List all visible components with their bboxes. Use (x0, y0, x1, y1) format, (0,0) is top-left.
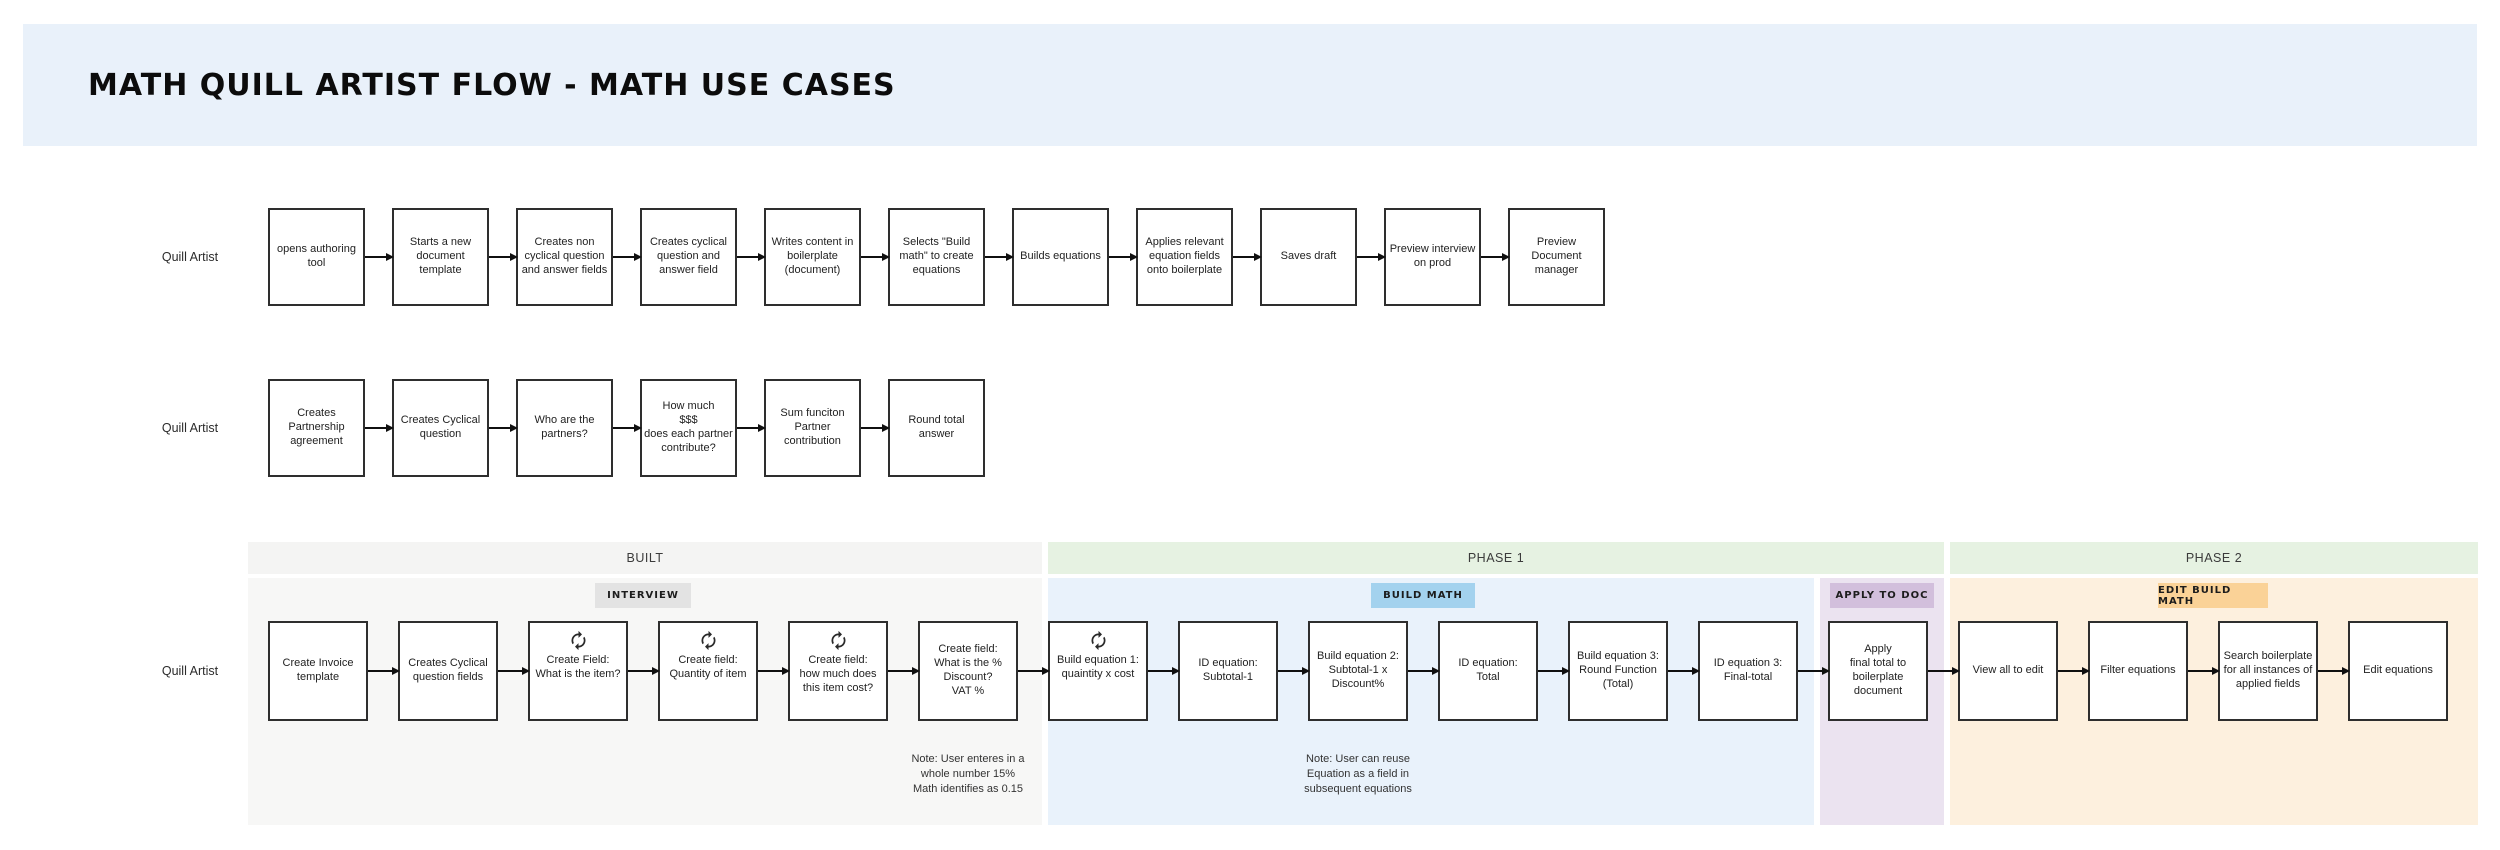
flow-arrow (1538, 667, 1570, 675)
flow-step[interactable]: Preview Document manager (1508, 208, 1605, 306)
flow-arrow (1481, 253, 1510, 261)
section-body-build-math (1048, 578, 1814, 825)
section-body-built (248, 578, 1042, 825)
flow-step[interactable]: Apply final total to boilerplate documen… (1828, 621, 1928, 721)
flow-arrow (1357, 253, 1386, 261)
note-discount-whole-number: Note: User enteres in a whole number 15%… (911, 753, 1025, 795)
flow-arrow (985, 253, 1014, 261)
flow-arrow (365, 253, 394, 261)
flow-step[interactable]: Creates Cyclical question (392, 379, 489, 477)
section-label: PHASE 1 (1467, 551, 1525, 565)
flow-step[interactable]: Starts a new document template (392, 208, 489, 306)
section-header-phase-1: PHASE 1 (1048, 542, 1944, 574)
flow-step[interactable]: Selects "Build math" to create equations (888, 208, 985, 306)
flow-arrow (861, 253, 890, 261)
cycle-icon (571, 630, 585, 651)
flow-step[interactable]: ID equation: Subtotal-1 (1178, 621, 1278, 721)
title-banner: MATH QUILL ARTIST FLOW - MATH USE CASES (23, 24, 2477, 146)
flow-step[interactable]: Builds equations (1012, 208, 1109, 306)
flow-step[interactable]: ID equation: Total (1438, 621, 1538, 721)
flow-step[interactable]: View all to edit (1958, 621, 2058, 721)
flow-step[interactable]: Sum funciton Partner contribution (764, 379, 861, 477)
flow-step[interactable]: Creates Cyclical question fields (398, 621, 498, 721)
flow-arrow (489, 424, 518, 432)
flow-step[interactable]: Applies relevant equation fields onto bo… (1136, 208, 1233, 306)
lane-label: Quill Artist (161, 250, 219, 264)
flow-arrow (498, 667, 530, 675)
flow-step[interactable]: Create field: What is the % Discount? VA… (918, 621, 1018, 721)
flow-arrow (613, 253, 642, 261)
flow-step[interactable]: Edit equations (2348, 621, 2448, 721)
flow-arrow (758, 667, 790, 675)
flow-step[interactable]: Create field: Quantity of item (658, 621, 758, 721)
cycle-icon (1091, 630, 1105, 651)
cycle-icon (831, 630, 845, 651)
flow-step[interactable]: Creates Partnership agreement (268, 379, 365, 477)
flow-step[interactable]: Build equation 2: Subtotal-1 x Discount% (1308, 621, 1408, 721)
badge-build-math[interactable]: BUILD MATH (1371, 583, 1475, 608)
page-title: MATH QUILL ARTIST FLOW - MATH USE CASES (88, 67, 896, 103)
flow-arrow (1148, 667, 1180, 675)
swimlane-quill-artist-1: Quill Artist opens authoring tool Starts… (125, 208, 1605, 306)
flow-arrow (1928, 667, 1960, 675)
flow-step[interactable]: ID equation 3: Final-total (1698, 621, 1798, 721)
flow-arrow (2188, 667, 2220, 675)
section-label: PHASE 2 (2185, 551, 2243, 565)
swimlane-quill-artist-2: Quill Artist Creates Partnership agreeme… (125, 379, 985, 477)
flow-arrow (737, 253, 766, 261)
section-header-built: BUILT (248, 542, 1042, 574)
badge-apply-to-doc[interactable]: APPLY TO DOC (1830, 583, 1934, 608)
flow-step[interactable]: Writes content in boilerplate (document) (764, 208, 861, 306)
flow-arrow (1668, 667, 1700, 675)
flow-step[interactable]: Round total answer (888, 379, 985, 477)
flow-step[interactable]: Who are the partners? (516, 379, 613, 477)
flow-step[interactable]: opens authoring tool (268, 208, 365, 306)
flow-arrow (628, 667, 660, 675)
flow-step[interactable]: Search boilerplate for all instances of … (2218, 621, 2318, 721)
flow-arrow (1278, 667, 1310, 675)
cycle-icon (701, 630, 715, 651)
flow-step[interactable]: Build equation 1: quaintity x cost (1048, 621, 1148, 721)
swimlane-quill-artist-3: Quill Artist Create Invoice template Cre… (125, 621, 2448, 721)
flow-arrow (1233, 253, 1262, 261)
flow-step[interactable]: Filter equations (2088, 621, 2188, 721)
lane-label: Quill Artist (161, 421, 219, 435)
section-header-phase-2: PHASE 2 (1950, 542, 2478, 574)
flow-step[interactable]: Preview interview on prod (1384, 208, 1481, 306)
note-reuse-equation: Note: User can reuse Equation as a field… (1304, 753, 1412, 795)
flow-arrow (1408, 667, 1440, 675)
flow-step[interactable]: How much $$$ does each partner contribut… (640, 379, 737, 477)
flow-arrow (2318, 667, 2350, 675)
flow-arrow (1798, 667, 1830, 675)
flow-step[interactable]: Creates non cyclical question and answer… (516, 208, 613, 306)
flow-arrow (737, 424, 766, 432)
flow-step[interactable]: Build equation 3: Round Function (Total) (1568, 621, 1668, 721)
flow-arrow (1109, 253, 1138, 261)
badge-edit-build-math[interactable]: EDIT BUILD MATH (2158, 583, 2268, 608)
badge-interview[interactable]: INTERVIEW (595, 583, 691, 608)
flow-arrow (1018, 667, 1050, 675)
flow-arrow (888, 667, 920, 675)
flow-arrow (613, 424, 642, 432)
flow-arrow (489, 253, 518, 261)
flow-step[interactable]: Create Invoice template (268, 621, 368, 721)
lane-label: Quill Artist (161, 664, 219, 678)
flow-arrow (365, 424, 394, 432)
flow-arrow (368, 667, 400, 675)
flow-step[interactable]: Saves draft (1260, 208, 1357, 306)
section-label: BUILT (626, 551, 664, 565)
flow-step[interactable]: Creates cyclical question and answer fie… (640, 208, 737, 306)
flow-step[interactable]: Create Field: What is the item? (528, 621, 628, 721)
flow-arrow (2058, 667, 2090, 675)
flow-step[interactable]: Create field: how much does this item co… (788, 621, 888, 721)
flow-arrow (861, 424, 890, 432)
